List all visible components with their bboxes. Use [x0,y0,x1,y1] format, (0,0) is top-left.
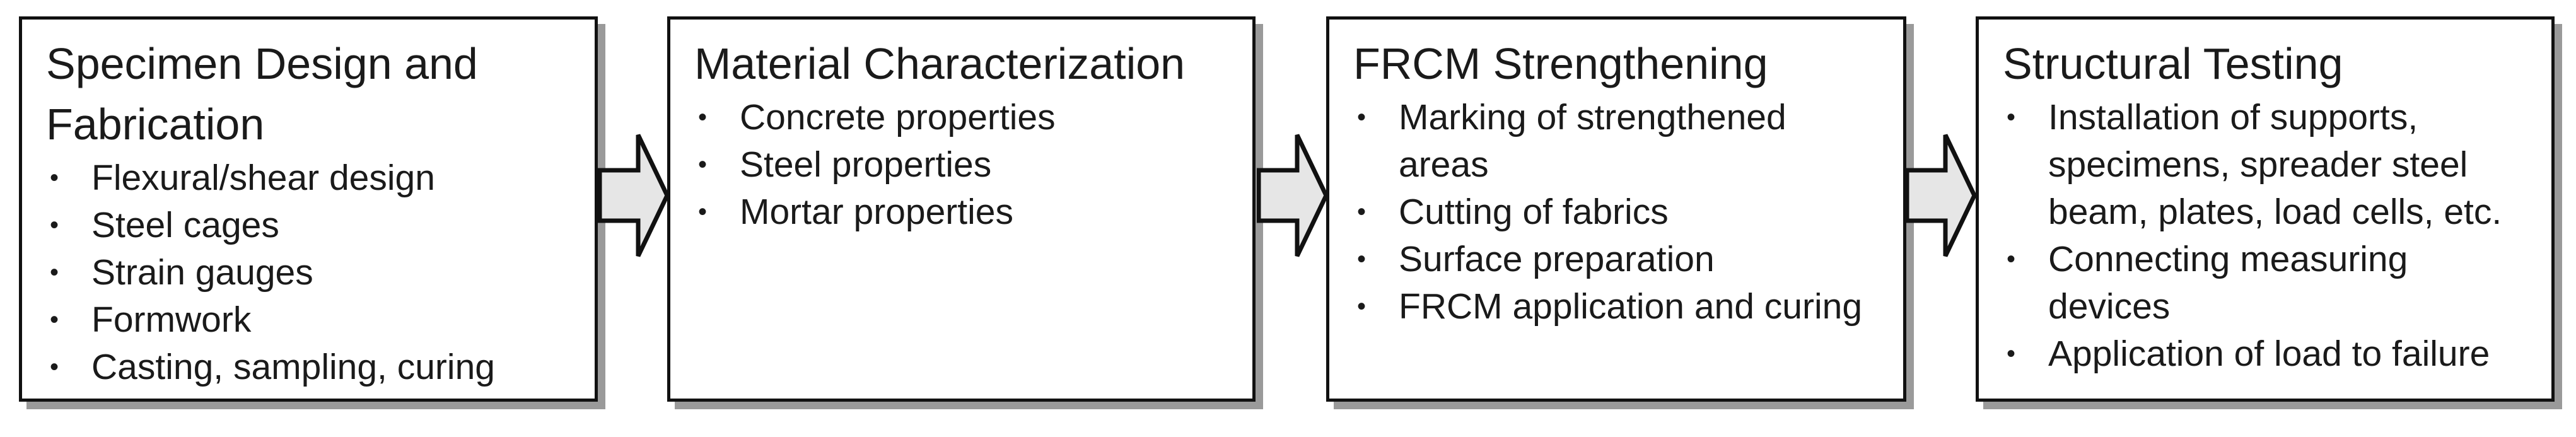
step-list-item: Casting, sampling, curing [46,344,576,391]
step-title: FRCM Strengthening [1353,39,1768,88]
step-list-item: Connecting measuring devices [2003,236,2532,330]
step-box-structural-testing: Structural Testing Installation of suppo… [1976,16,2555,402]
flow-arrow-icon [598,134,670,257]
step-list: Installation of supports, specimens, spr… [2003,94,2532,378]
step-list: Flexural/shear design Steel cages Strain… [46,154,576,391]
step-list: Concrete properties Steel properties Mor… [694,94,1233,236]
step-list-item: Installation of supports, specimens, spr… [2003,94,2532,236]
step-list-item: Cutting of fabrics [1353,189,1884,236]
step-title: Specimen Design and Fabrication [46,39,478,149]
step-list-item: Strain gauges [46,249,576,296]
flow-arrow-icon [1905,134,1977,257]
step-list-item: Surface preparation [1353,236,1884,283]
step-title: Structural Testing [2003,39,2343,88]
step-list-item: Marking of strengthened areas [1353,94,1884,189]
step-list-item: Steel cages [46,202,576,249]
step-box-specimen-design: Specimen Design and Fabrication Flexural… [19,16,598,402]
step-list-item: Concrete properties [694,94,1233,141]
step-list: Marking of strengthened areas Cutting of… [1353,94,1884,330]
flow-arrow-icon [1257,134,1329,257]
step-list-item: Formwork [46,296,576,344]
step-list-item: Application of load to failure [2003,330,2532,378]
step-list-item: Steel properties [694,141,1233,189]
step-box-frcm-strengthening: FRCM Strengthening Marking of strengthen… [1326,16,1906,402]
step-box-material-characterization: Material Characterization Concrete prope… [667,16,1256,402]
step-list-item: Mortar properties [694,189,1233,236]
step-list-item: Flexural/shear design [46,154,576,202]
step-list-item: FRCM application and curing [1353,283,1884,330]
step-title: Material Characterization [694,39,1186,88]
